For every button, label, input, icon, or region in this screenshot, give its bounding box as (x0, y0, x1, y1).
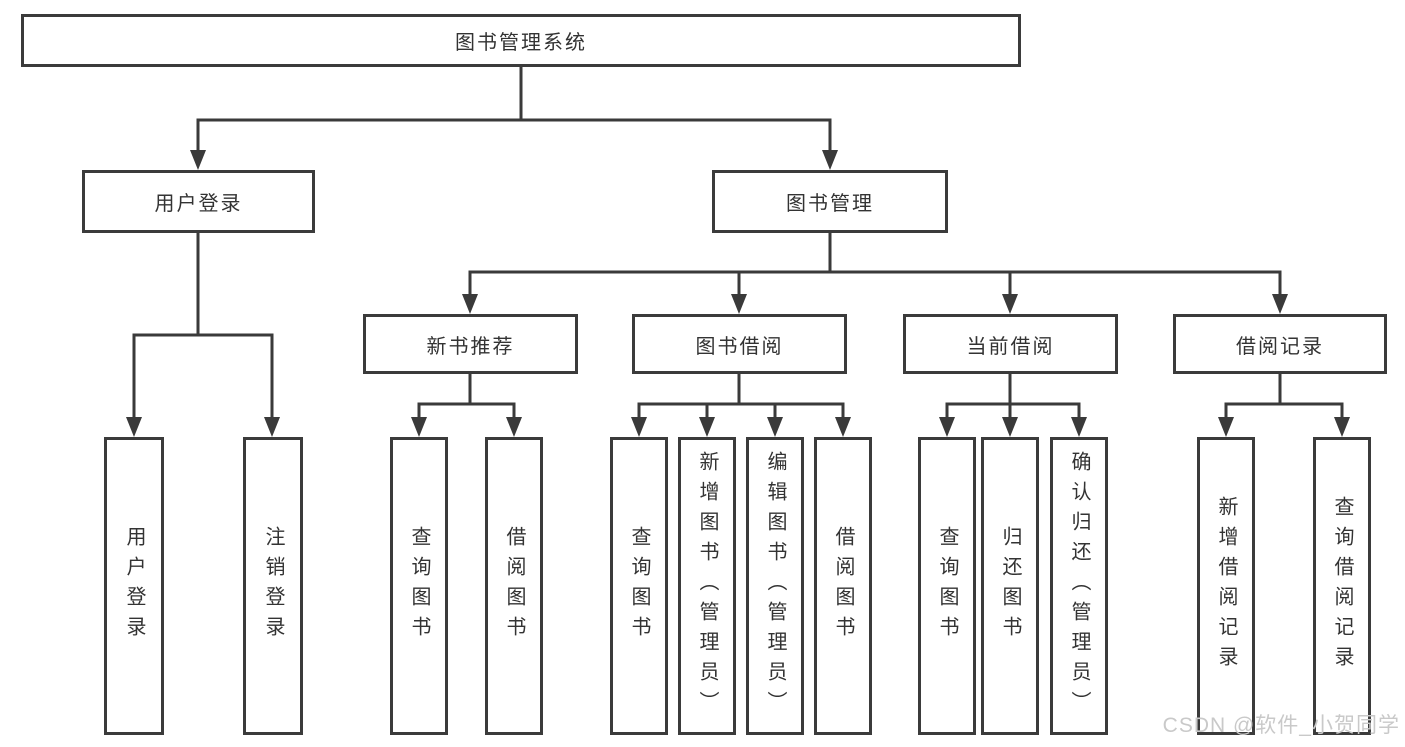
node-label: 注销登录 (262, 526, 284, 646)
node-label: 用户登录 (123, 526, 145, 646)
node-label: 借阅图书 (503, 526, 525, 646)
node-label: 图书管理 (786, 193, 874, 215)
node-label: 借阅图书 (832, 526, 854, 646)
leaf-add-borrow-record: 新增借阅记录 (1197, 437, 1255, 735)
node-label: 编辑图书（管理员） (764, 451, 786, 721)
leaf-borrow-books: 借阅图书 (814, 437, 872, 735)
leaf-confirm-return-admin: 确认归还（管理员） (1050, 437, 1108, 735)
leaf-add-book-admin: 新增图书（管理员） (678, 437, 736, 735)
node-new-book-recommendation: 新书推荐 (363, 314, 578, 374)
node-label: 新书推荐 (426, 335, 515, 358)
node-library-management-system: 图书管理系统 (21, 14, 1021, 67)
leaf-user-login: 用户登录 (104, 437, 164, 735)
node-label: 查询图书 (936, 526, 958, 646)
leaf-logout: 注销登录 (243, 437, 303, 735)
node-label: 查询图书 (628, 526, 650, 646)
node-label: 图书借阅 (695, 335, 784, 358)
node-label: 用户登录 (154, 193, 243, 215)
node-borrowing-records: 借阅记录 (1173, 314, 1387, 374)
node-label: 归还图书 (999, 526, 1021, 646)
node-user-login: 用户登录 (82, 170, 315, 233)
node-label: 查询借阅记录 (1331, 496, 1353, 676)
node-label: 查询图书 (408, 526, 430, 646)
leaf-query-books-recommend: 查询图书 (390, 437, 448, 735)
node-book-management: 图书管理 (712, 170, 948, 233)
node-label: 新增借阅记录 (1215, 496, 1237, 676)
leaf-return-book: 归还图书 (981, 437, 1039, 735)
leaf-query-books-current: 查询图书 (918, 437, 976, 735)
node-label: 新增图书（管理员） (696, 451, 718, 721)
leaf-borrow-books-recommend: 借阅图书 (485, 437, 543, 735)
node-current-borrowing: 当前借阅 (903, 314, 1118, 374)
leaf-edit-book-admin: 编辑图书（管理员） (746, 437, 804, 735)
leaf-query-borrow-record: 查询借阅记录 (1313, 437, 1371, 735)
leaf-query-books-borrow: 查询图书 (610, 437, 668, 735)
node-book-borrowing: 图书借阅 (632, 314, 847, 374)
csdn-watermark: CSDN @软件_小贺同学 (1162, 714, 1400, 737)
node-label: 图书管理系统 (455, 32, 587, 54)
node-label: 当前借阅 (966, 335, 1055, 358)
node-label: 确认归还（管理员） (1068, 451, 1090, 721)
node-label: 借阅记录 (1236, 335, 1324, 358)
